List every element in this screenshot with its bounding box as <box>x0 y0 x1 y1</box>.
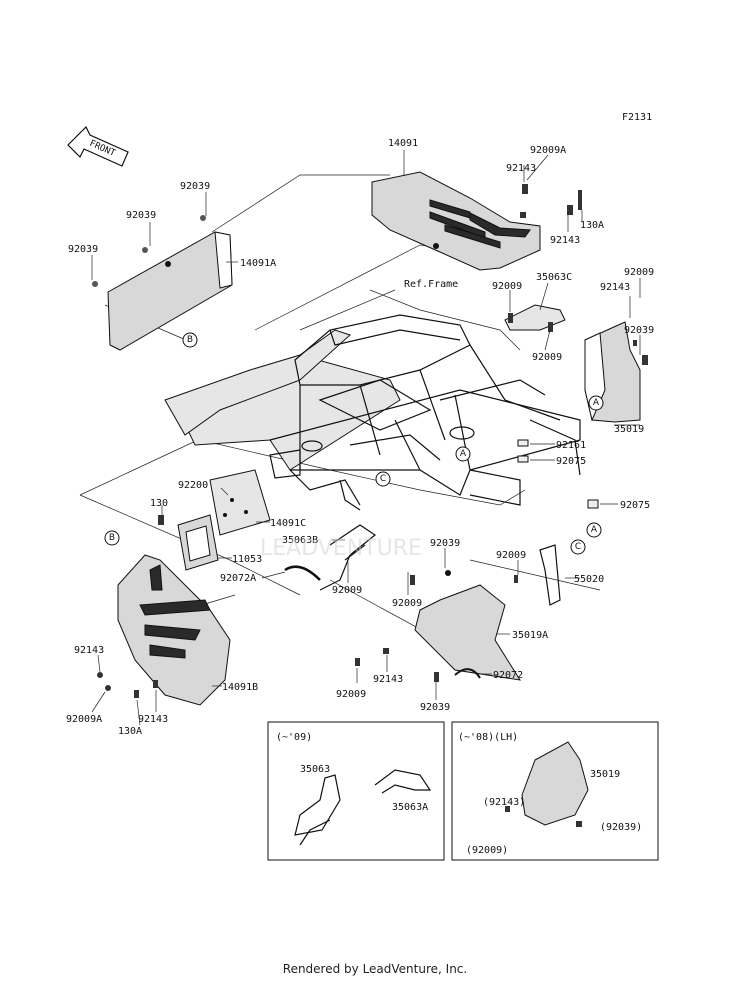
callout-92009-m3: 92009 <box>496 550 526 561</box>
marker-A3: A <box>591 525 598 535</box>
callout-92039-a: 92039 <box>180 181 210 192</box>
callout-130A-l: 130A <box>118 726 142 737</box>
callout-14091: 14091 <box>388 138 418 149</box>
marker-C1: C <box>380 474 386 484</box>
cover-14091B <box>97 554 231 706</box>
marker-B1: B <box>187 335 193 345</box>
inset-callout-35019: 35019 <box>590 769 620 780</box>
callout-92143-l1: 92143 <box>74 645 104 656</box>
callout-92143-m: 92143 <box>373 674 403 685</box>
inset-callout-35063: 35063 <box>300 764 330 775</box>
bolt-130-icon <box>158 515 164 525</box>
callout-11053: 11053 <box>232 554 262 565</box>
callout-130: 130 <box>150 498 168 509</box>
callout-92075-b: 92075 <box>620 500 650 511</box>
small-pads <box>517 439 599 509</box>
bracket-35063C <box>504 304 566 332</box>
callout-55020: 55020 <box>574 574 604 585</box>
marker-A2: A <box>460 449 467 459</box>
callout-92039-r: 92039 <box>624 325 654 336</box>
stay-55020 <box>539 544 561 606</box>
panel-14091A <box>92 215 233 351</box>
watermark: LEADVENTURE <box>260 536 422 561</box>
callout-92009-r1: 92009 <box>492 281 522 292</box>
inset-callout-92009: (92009) <box>466 845 508 856</box>
bolt-92009-icon <box>355 658 360 666</box>
inset-right: (~'08)(LH) 35019 (92143) (92039) (92009) <box>451 721 659 861</box>
callout-92009-m2: 92009 <box>392 598 422 609</box>
callout-92143-top1: 92143 <box>506 163 536 174</box>
clamp-92072A-icon <box>284 565 321 581</box>
marker-A1: A <box>593 398 600 408</box>
inset-callout-92143: (92143) <box>483 797 525 808</box>
callout-92009-m4: 92009 <box>336 689 366 700</box>
plate-14091C <box>209 469 271 536</box>
inset-right-title: (~'08)(LH) <box>458 732 518 743</box>
callout-35019A: 35019A <box>512 630 548 641</box>
marker-B2: B <box>109 533 115 543</box>
callout-92161: 92161 <box>556 440 586 451</box>
callout-92009A-top: 92009A <box>530 145 566 156</box>
callout-92039-c: 92039 <box>68 244 98 255</box>
callout-labels: 14091 92009A 92143 92143 130A 92039 9203… <box>66 138 654 737</box>
callout-92009A-l: 92009A <box>66 714 102 725</box>
callout-92075-a: 92075 <box>556 456 586 467</box>
callout-14091A: 14091A <box>240 258 276 269</box>
callout-130A-top: 130A <box>580 220 604 231</box>
inset-left: (~'09) 35063 35063A <box>267 721 445 861</box>
callout-35019: 35019 <box>614 424 644 435</box>
panel-35019A <box>410 570 522 681</box>
callout-92143-l2: 92143 <box>138 714 168 725</box>
clip-92072-icon <box>454 668 481 679</box>
callout-14091B: 14091B <box>222 682 258 693</box>
callout-92039-m2: 92039 <box>420 702 450 713</box>
callout-92072: 92072 <box>493 670 523 681</box>
washer-92143-icon <box>383 648 389 654</box>
callout-92039-m: 92039 <box>430 538 460 549</box>
bracket-35063B <box>319 524 377 591</box>
callout-35063C: 35063C <box>536 272 572 283</box>
footer-credit: Rendered by LeadVenture, Inc. <box>282 962 468 976</box>
callout-leaders <box>91 150 641 726</box>
callout-92072A: 92072A <box>220 573 256 584</box>
inset-callout-35063A: 35063A <box>392 802 428 813</box>
ref-frame-label: Ref.Frame <box>404 279 458 290</box>
callout-92200: 92200 <box>178 480 208 491</box>
callout-35063B: 35063B <box>282 535 318 546</box>
inset-callout-92039: (92039) <box>600 822 642 833</box>
callout-92143-top2: 92143 <box>550 235 580 246</box>
front-arrow-icon: FRONT <box>67 125 129 167</box>
seal-11053 <box>177 514 219 571</box>
inset-left-title: (~'09) <box>276 732 312 743</box>
callout-92143-r: 92143 <box>600 282 630 293</box>
callout-92009-m1: 92009 <box>332 585 362 596</box>
bolt-92039-icon <box>434 672 439 682</box>
figure-code: F2131 <box>622 112 653 123</box>
marker-C2: C <box>575 542 581 552</box>
cover-14091 <box>371 171 582 271</box>
callout-92039-b: 92039 <box>126 210 156 221</box>
ref-markers: B A A C B A C <box>104 332 604 555</box>
main-frame <box>164 314 581 511</box>
callout-92009-r2: 92009 <box>532 352 562 363</box>
callout-14091C: 14091C <box>270 518 306 529</box>
callout-92009-r3: 92009 <box>624 267 654 278</box>
